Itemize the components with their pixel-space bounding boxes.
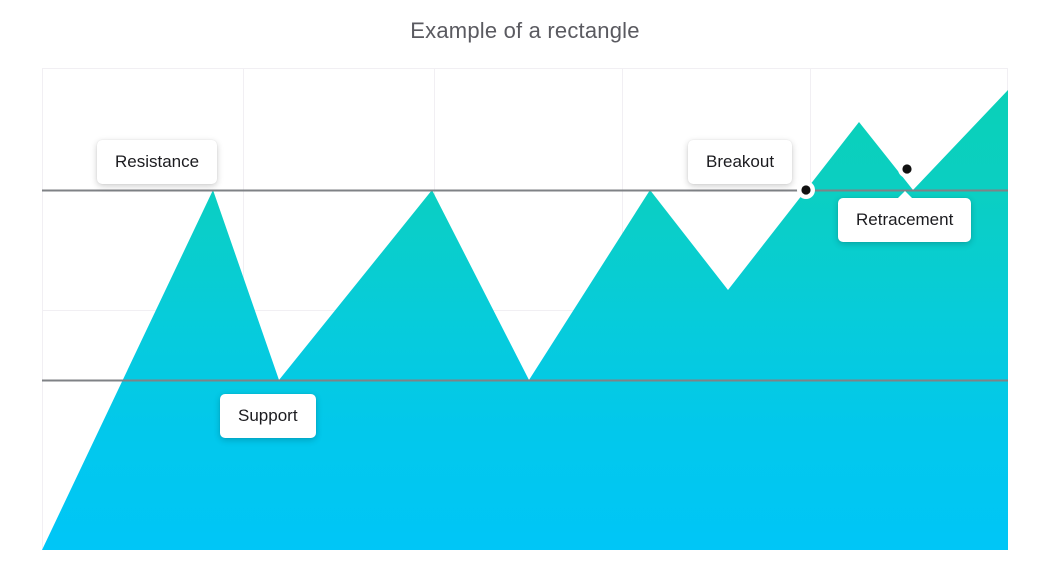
callout-pointer-icon <box>896 191 913 199</box>
retracement-marker <box>898 160 916 178</box>
annotation-support-text: Support <box>238 406 298 425</box>
annotation-resistance-text: Resistance <box>115 152 200 171</box>
annotation-breakout-text: Breakout <box>706 152 775 171</box>
annotation-retracement: Retracement <box>838 191 972 242</box>
annotation-breakout: Breakout <box>688 140 793 184</box>
breakout-marker <box>797 181 815 199</box>
page-title: Example of a rectangle <box>410 18 640 43</box>
annotation-support: Support <box>220 394 316 438</box>
annotation-resistance: Resistance <box>97 140 218 184</box>
annotation-retracement-text: Retracement <box>856 210 954 229</box>
